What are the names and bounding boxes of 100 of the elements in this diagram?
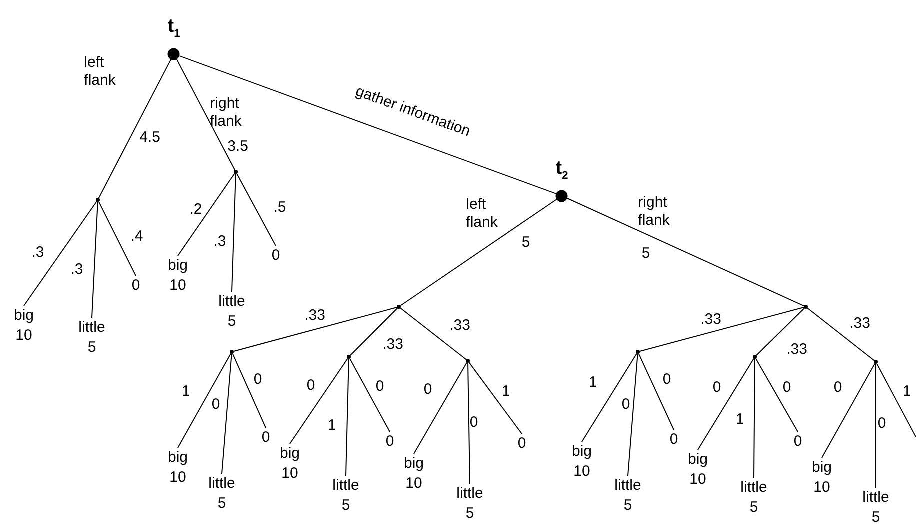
chance-node: [753, 355, 757, 359]
edge-label: 0: [662, 371, 672, 389]
edge-label: 0: [376, 378, 384, 396]
edge-label: .33: [450, 317, 470, 335]
branch-line: [807, 308, 875, 362]
outcome-label: big 10: [168, 448, 188, 488]
outcome-label: 0: [386, 432, 394, 452]
outcome-label: little 5: [614, 476, 642, 516]
edge-label: .33: [850, 315, 870, 333]
branch-line: [639, 307, 805, 352]
outcome-label: 0: [262, 428, 270, 448]
chance-node: [234, 170, 238, 174]
outcome-label: big 10: [688, 450, 708, 490]
edge-label: 1: [502, 383, 510, 401]
branch-line: [232, 174, 236, 292]
branch-line: [756, 308, 806, 356]
edge-label: 0: [712, 379, 722, 397]
edge-label: .33: [786, 341, 808, 359]
branch-line: [349, 358, 390, 432]
edge-label: .33: [700, 311, 722, 329]
branch-line: [92, 202, 98, 318]
expected-value: 3.5: [228, 138, 248, 156]
branch-line: [698, 358, 754, 450]
branch-line: [98, 58, 172, 199]
branch-line: [233, 307, 398, 352]
chance-node: [874, 360, 878, 364]
edge-label: 0: [878, 415, 886, 433]
branch-line: [178, 173, 236, 256]
edge-label: 0: [782, 379, 792, 397]
chance-node: [397, 305, 401, 309]
edge-label: .3: [70, 261, 84, 279]
branch-line: [414, 362, 468, 454]
outcome-label: 0: [132, 276, 140, 296]
edge-label: .33: [382, 336, 404, 354]
outcome-label: little 5: [78, 318, 106, 358]
branch-line: [350, 308, 398, 356]
outcome-label: little 5: [862, 488, 890, 525]
outcome-label: big 10: [572, 442, 592, 482]
expected-value: 5: [642, 245, 650, 263]
outcome-label: big 10: [280, 444, 300, 484]
edge-label: .33: [304, 307, 326, 325]
outcome-label: 0: [518, 434, 526, 454]
edge-label: 1: [182, 383, 190, 401]
edge-label: 0: [622, 396, 630, 414]
branch-line: [400, 198, 558, 306]
branch-line: [176, 58, 236, 171]
branch-line: [638, 353, 674, 430]
branch-line: [222, 354, 232, 474]
edge-label: left flank: [84, 54, 116, 90]
branch-line: [24, 201, 98, 306]
chance-node: [804, 305, 808, 309]
branch-line: [468, 362, 522, 434]
edge-label: .3: [214, 233, 226, 251]
chance-node: [636, 350, 640, 354]
edge-label: 0: [254, 371, 262, 389]
edge-label: 1: [902, 383, 912, 401]
edge-label: 0: [470, 414, 478, 432]
edge-label: .2: [190, 201, 202, 219]
decision-label: t$_{2}$: [556, 159, 568, 184]
outcome-label: little 5: [740, 478, 768, 518]
outcome-label: big 10: [14, 306, 34, 346]
edge-label: left flank: [466, 196, 498, 232]
branch-line: [178, 353, 232, 448]
outcome-label: little 5: [456, 484, 484, 524]
edge-label: .4: [130, 228, 144, 246]
edge-label: right flank: [210, 95, 242, 131]
branch-line: [98, 201, 136, 276]
edge-label: .3: [32, 244, 44, 262]
branch-line: [290, 358, 348, 444]
chance-node: [466, 359, 470, 363]
branch-line: [754, 358, 756, 478]
outcome-label: big 10: [168, 256, 188, 296]
outcome-label: 0: [272, 246, 280, 266]
outcome-label: big 10: [404, 454, 424, 494]
branch-line: [822, 363, 876, 458]
outcome-label: little 5: [208, 474, 236, 514]
edge-label: 1: [736, 411, 744, 429]
chance-node: [96, 198, 100, 202]
edge-label: 1: [328, 417, 336, 435]
outcome-label: little 5: [332, 476, 360, 516]
branch-line: [232, 353, 266, 428]
branch-line: [400, 308, 467, 360]
expected-value: 4.5: [140, 129, 160, 147]
outcome-label: 0: [670, 430, 678, 450]
edge-label: 1: [588, 374, 598, 392]
branch-line: [236, 173, 276, 246]
branch-line: [566, 198, 805, 307]
branch-line: [346, 358, 350, 476]
branch-line: [876, 363, 916, 438]
edge-label: right flank: [638, 194, 670, 230]
outcome-label: big 10: [812, 458, 832, 498]
branch-line: [756, 358, 798, 432]
edge-label: 0: [306, 377, 316, 395]
edge-label: .5: [274, 199, 286, 217]
branch-line: [468, 362, 470, 484]
edge-label: 0: [834, 379, 842, 397]
expected-value: 5: [522, 234, 530, 252]
branch-line: [628, 354, 638, 476]
chance-node: [230, 350, 234, 354]
decision-label: t$_{1}$: [168, 17, 180, 42]
